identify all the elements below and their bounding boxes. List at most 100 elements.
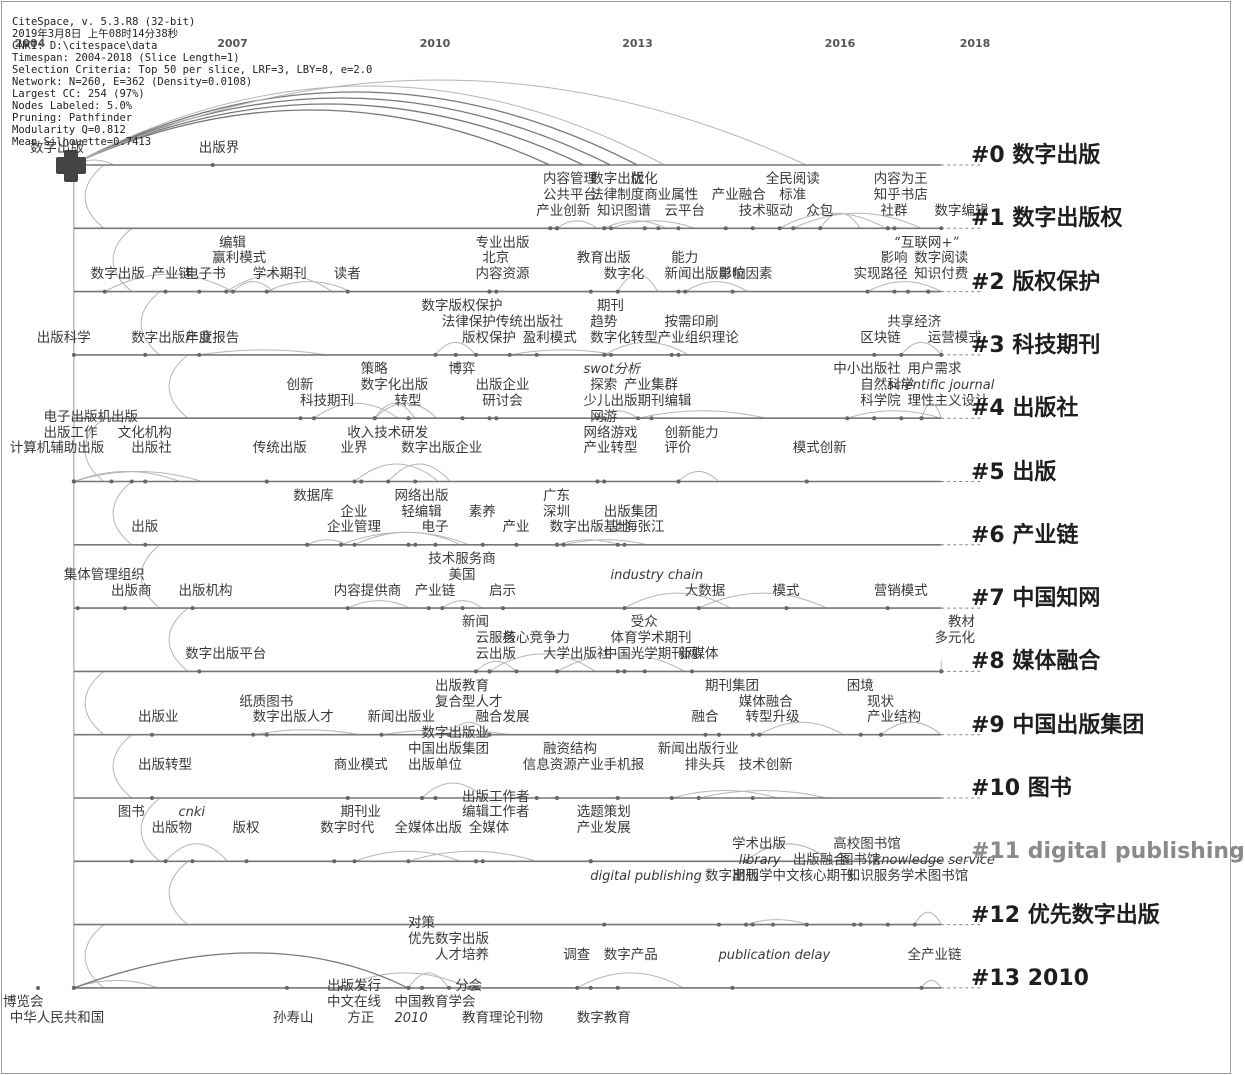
keyword-label[interactable]: 中华人民共和国 xyxy=(9,1009,105,1026)
keyword-label[interactable]: 期刊编辑 xyxy=(637,392,692,409)
keyword-label[interactable]: 启示 xyxy=(489,582,516,599)
keyword-label[interactable]: 中国出版集团 xyxy=(408,741,489,757)
keyword-label[interactable]: 传统出版 xyxy=(252,440,307,457)
keyword-label[interactable]: 趋势 xyxy=(590,313,618,330)
keyword-label[interactable]: 技术驱动 xyxy=(738,202,793,219)
keyword-label[interactable]: 人才培养 xyxy=(435,946,489,963)
hub-node-icon[interactable] xyxy=(56,150,86,182)
keyword-label[interactable]: 数字出版 xyxy=(590,171,645,188)
cluster-label-6[interactable]: #6 产业链 xyxy=(971,522,1079,548)
keyword-label[interactable]: 中国光学期刊网 xyxy=(603,646,699,662)
keyword-label[interactable]: 对策 xyxy=(408,915,435,932)
keyword-label[interactable]: 优化 xyxy=(630,171,658,188)
keyword-label[interactable]: 数字产品 xyxy=(603,946,658,963)
cluster-label-7[interactable]: #7 中国知网 xyxy=(971,586,1101,612)
keyword-label[interactable]: 营销模式 xyxy=(873,582,928,599)
keyword-label[interactable]: 技术服务商 xyxy=(428,551,496,568)
keyword-label[interactable]: 中国教育学会 xyxy=(394,994,476,1011)
keyword-label[interactable]: 出版集团 xyxy=(603,503,658,520)
keyword-label[interactable]: 评价 xyxy=(664,440,692,457)
keyword-label[interactable]: 新媒体 xyxy=(678,646,719,662)
keyword-label[interactable]: 业界 xyxy=(340,440,368,457)
keyword-label[interactable]: 策略 xyxy=(360,361,388,378)
keyword-label[interactable]: 版权 xyxy=(232,820,260,837)
keyword-label[interactable]: 影响因素 xyxy=(718,266,773,283)
keyword-label[interactable]: 现状 xyxy=(867,693,894,710)
keyword-label[interactable]: 数字出版企业 xyxy=(401,440,483,457)
keyword-label[interactable]: 出版社 xyxy=(131,440,172,457)
keyword-label[interactable]: 出版单位 xyxy=(408,756,462,773)
keyword-label[interactable]: 产业集群 xyxy=(624,377,678,393)
keyword-label[interactable]: digital publishing xyxy=(590,868,702,884)
keyword-label[interactable]: 优先数字出版 xyxy=(408,930,489,947)
keyword-label[interactable]: 分会 xyxy=(455,978,483,995)
keyword-label[interactable]: 云出版 xyxy=(475,646,517,662)
keyword-label[interactable]: 网络出版 xyxy=(394,487,449,504)
keyword-label[interactable]: 自然科学 xyxy=(860,377,915,393)
keyword-label[interactable]: 版权保护 xyxy=(462,329,516,346)
cluster-label-9[interactable]: #9 中国出版集团 xyxy=(971,712,1145,738)
keyword-label[interactable]: 产业创新 xyxy=(536,202,591,219)
keyword-label[interactable]: 数字编辑 xyxy=(934,202,989,219)
keyword-label[interactable]: 标准 xyxy=(779,187,807,204)
keyword-label[interactable]: 融资结构 xyxy=(543,741,597,757)
keyword-label[interactable]: 深圳 xyxy=(543,503,570,520)
keyword-label[interactable]: 企业 xyxy=(340,503,368,520)
keyword-label[interactable]: 大数据 xyxy=(684,582,726,599)
keyword-label[interactable]: 出版界 xyxy=(198,139,240,156)
keyword-label[interactable]: 科技期刊 xyxy=(300,392,354,409)
keyword-label[interactable]: 排头兵 xyxy=(684,756,726,773)
keyword-label[interactable]: 众包 xyxy=(806,202,834,219)
keyword-label[interactable]: 用户需求 xyxy=(907,361,962,378)
keyword-label[interactable]: 北京 xyxy=(482,250,510,267)
keyword-label[interactable]: 少儿出版 xyxy=(583,392,638,409)
keyword-label[interactable]: 数字版权保护 xyxy=(421,297,503,314)
keyword-label[interactable]: 知识付费 xyxy=(914,266,969,283)
keyword-label[interactable]: 专业出版 xyxy=(475,234,530,251)
keyword-label[interactable]: 集体管理组织 xyxy=(63,566,145,583)
keyword-label[interactable]: 按需印刷 xyxy=(664,313,719,330)
keyword-label[interactable]: 全媒体 xyxy=(468,820,510,837)
keyword-label[interactable]: 电子 xyxy=(421,519,449,536)
keyword-label[interactable]: 困境 xyxy=(846,677,874,694)
keyword-label[interactable]: 读者 xyxy=(333,266,361,283)
keyword-label[interactable]: 教育理论刊物 xyxy=(462,1009,543,1026)
keyword-label[interactable]: 知乎书店 xyxy=(873,187,928,204)
cluster-label-5[interactable]: #5 出版 xyxy=(971,459,1057,485)
keyword-label[interactable]: cnki xyxy=(178,805,206,821)
keyword-label[interactable]: 云平台 xyxy=(664,202,706,219)
keyword-label[interactable]: 电子书 xyxy=(185,266,226,283)
keyword-label[interactable]: 能力 xyxy=(671,250,699,267)
keyword-label[interactable]: 数字阅读 xyxy=(914,250,969,267)
keyword-label[interactable]: swot分析 xyxy=(583,362,640,378)
keyword-label[interactable]: scientific journal xyxy=(887,378,995,393)
keyword-label[interactable]: 产业融合 xyxy=(711,187,766,204)
keyword-label[interactable]: 中小出版社 xyxy=(833,361,901,378)
keyword-label[interactable]: 创新 xyxy=(286,377,314,393)
keyword-label[interactable]: 计算机辅助出版 xyxy=(9,440,105,457)
keyword-label[interactable]: 产业链 xyxy=(151,266,193,283)
keyword-label[interactable]: 融合发展 xyxy=(475,709,530,726)
keyword-label[interactable]: 手机报 xyxy=(603,756,645,773)
keyword-label[interactable]: 期刊业 xyxy=(340,804,382,821)
keyword-label[interactable]: 体育学术期刊 xyxy=(610,630,692,647)
keyword-label[interactable]: 数字教育 xyxy=(576,1009,631,1026)
keyword-label[interactable]: 博弈 xyxy=(448,361,476,378)
keyword-label[interactable]: 2010 xyxy=(394,1010,428,1026)
keyword-label[interactable]: 图书 xyxy=(117,804,145,821)
keyword-label[interactable]: 全产业链 xyxy=(907,946,962,963)
keyword-label[interactable]: 产业转型 xyxy=(583,440,638,457)
keyword-label[interactable]: 编辑工作者 xyxy=(462,804,530,821)
keyword-label[interactable]: 数字出版基地 xyxy=(549,519,631,536)
keyword-label[interactable]: 全媒体出版 xyxy=(394,820,463,837)
keyword-label[interactable]: 实现路径 xyxy=(853,266,908,283)
keyword-label[interactable]: 知识服务 xyxy=(846,867,901,884)
keyword-label[interactable]: 新闻 xyxy=(462,614,489,631)
keyword-label[interactable]: 模式创新 xyxy=(792,440,847,457)
keyword-label[interactable]: 学中文核心期刊 xyxy=(759,867,854,884)
keyword-label[interactable]: 企业管理 xyxy=(327,519,381,536)
keyword-label[interactable]: 探索 xyxy=(590,377,618,393)
keyword-label[interactable]: 新闻出版业 xyxy=(367,709,436,726)
keyword-label[interactable]: 广东 xyxy=(543,487,570,504)
keyword-label[interactable]: 公共平台 xyxy=(543,187,597,204)
